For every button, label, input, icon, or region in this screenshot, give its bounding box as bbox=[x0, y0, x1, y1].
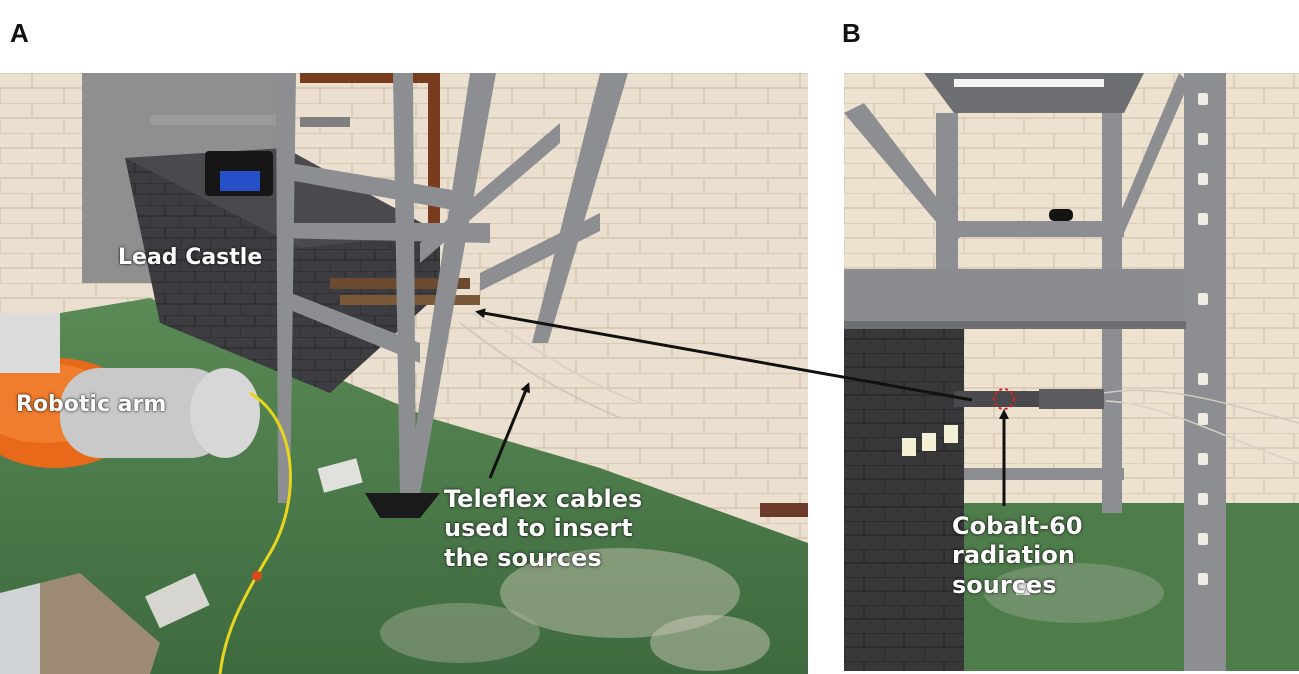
cobalt-line-2: radiation bbox=[952, 541, 1075, 570]
middle-shelf bbox=[844, 269, 1186, 327]
teleflex-line-3: the sources bbox=[444, 543, 602, 572]
panel-b-letter: B bbox=[842, 18, 861, 48]
steel-shelving bbox=[276, 73, 628, 503]
source-marker bbox=[993, 388, 1015, 410]
yellow-cable bbox=[218, 391, 292, 674]
photo-panel-b bbox=[844, 73, 1299, 671]
panel-a-letter: A bbox=[10, 18, 29, 48]
lead-castle-b bbox=[844, 329, 964, 671]
teleflex-line-2: used to insert bbox=[444, 514, 633, 543]
robot-arm bbox=[0, 313, 260, 468]
robotic-arm-label: Robotic arm bbox=[16, 392, 167, 417]
lab-scene-b bbox=[844, 73, 1299, 671]
teleflex-line-1: Teleflex cables bbox=[444, 485, 643, 513]
cobalt-sources-label: Cobalt-60 radiation sources bbox=[952, 512, 1083, 600]
lab-scene-a bbox=[0, 73, 808, 674]
cobalt-line-3: sources bbox=[952, 570, 1057, 599]
lead-castle-label: Lead Castle bbox=[118, 245, 263, 270]
cobalt-line-1: Cobalt-60 bbox=[952, 512, 1083, 540]
teleflex-cables-label: Teleflex cables used to insert the sourc… bbox=[444, 485, 642, 573]
webcam bbox=[1049, 209, 1073, 221]
photo-panel-a bbox=[0, 73, 808, 674]
